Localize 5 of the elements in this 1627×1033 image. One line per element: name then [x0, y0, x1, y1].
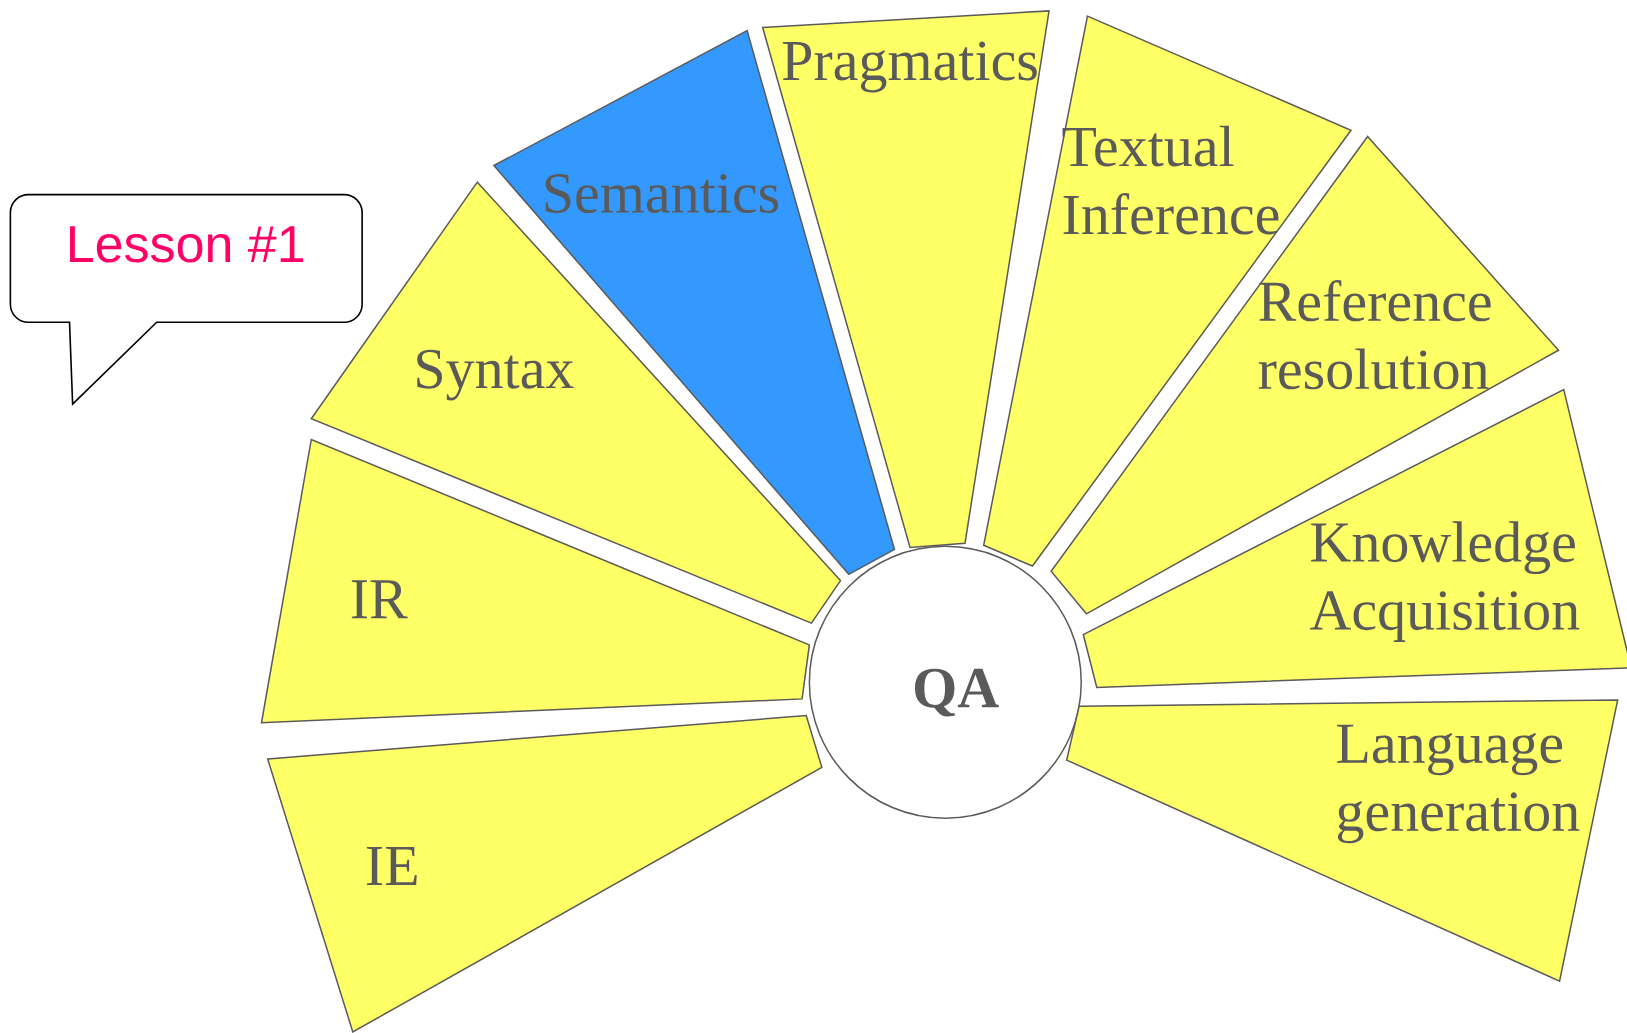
fan-segment: Knowledge Acquisition	[1082, 388, 1627, 689]
fan-segment: IR	[260, 438, 811, 724]
speech-bubble: Lesson #1	[9, 193, 363, 405]
fan-segment: Language generation	[1065, 699, 1619, 983]
fan-segment: IE	[266, 714, 823, 1033]
